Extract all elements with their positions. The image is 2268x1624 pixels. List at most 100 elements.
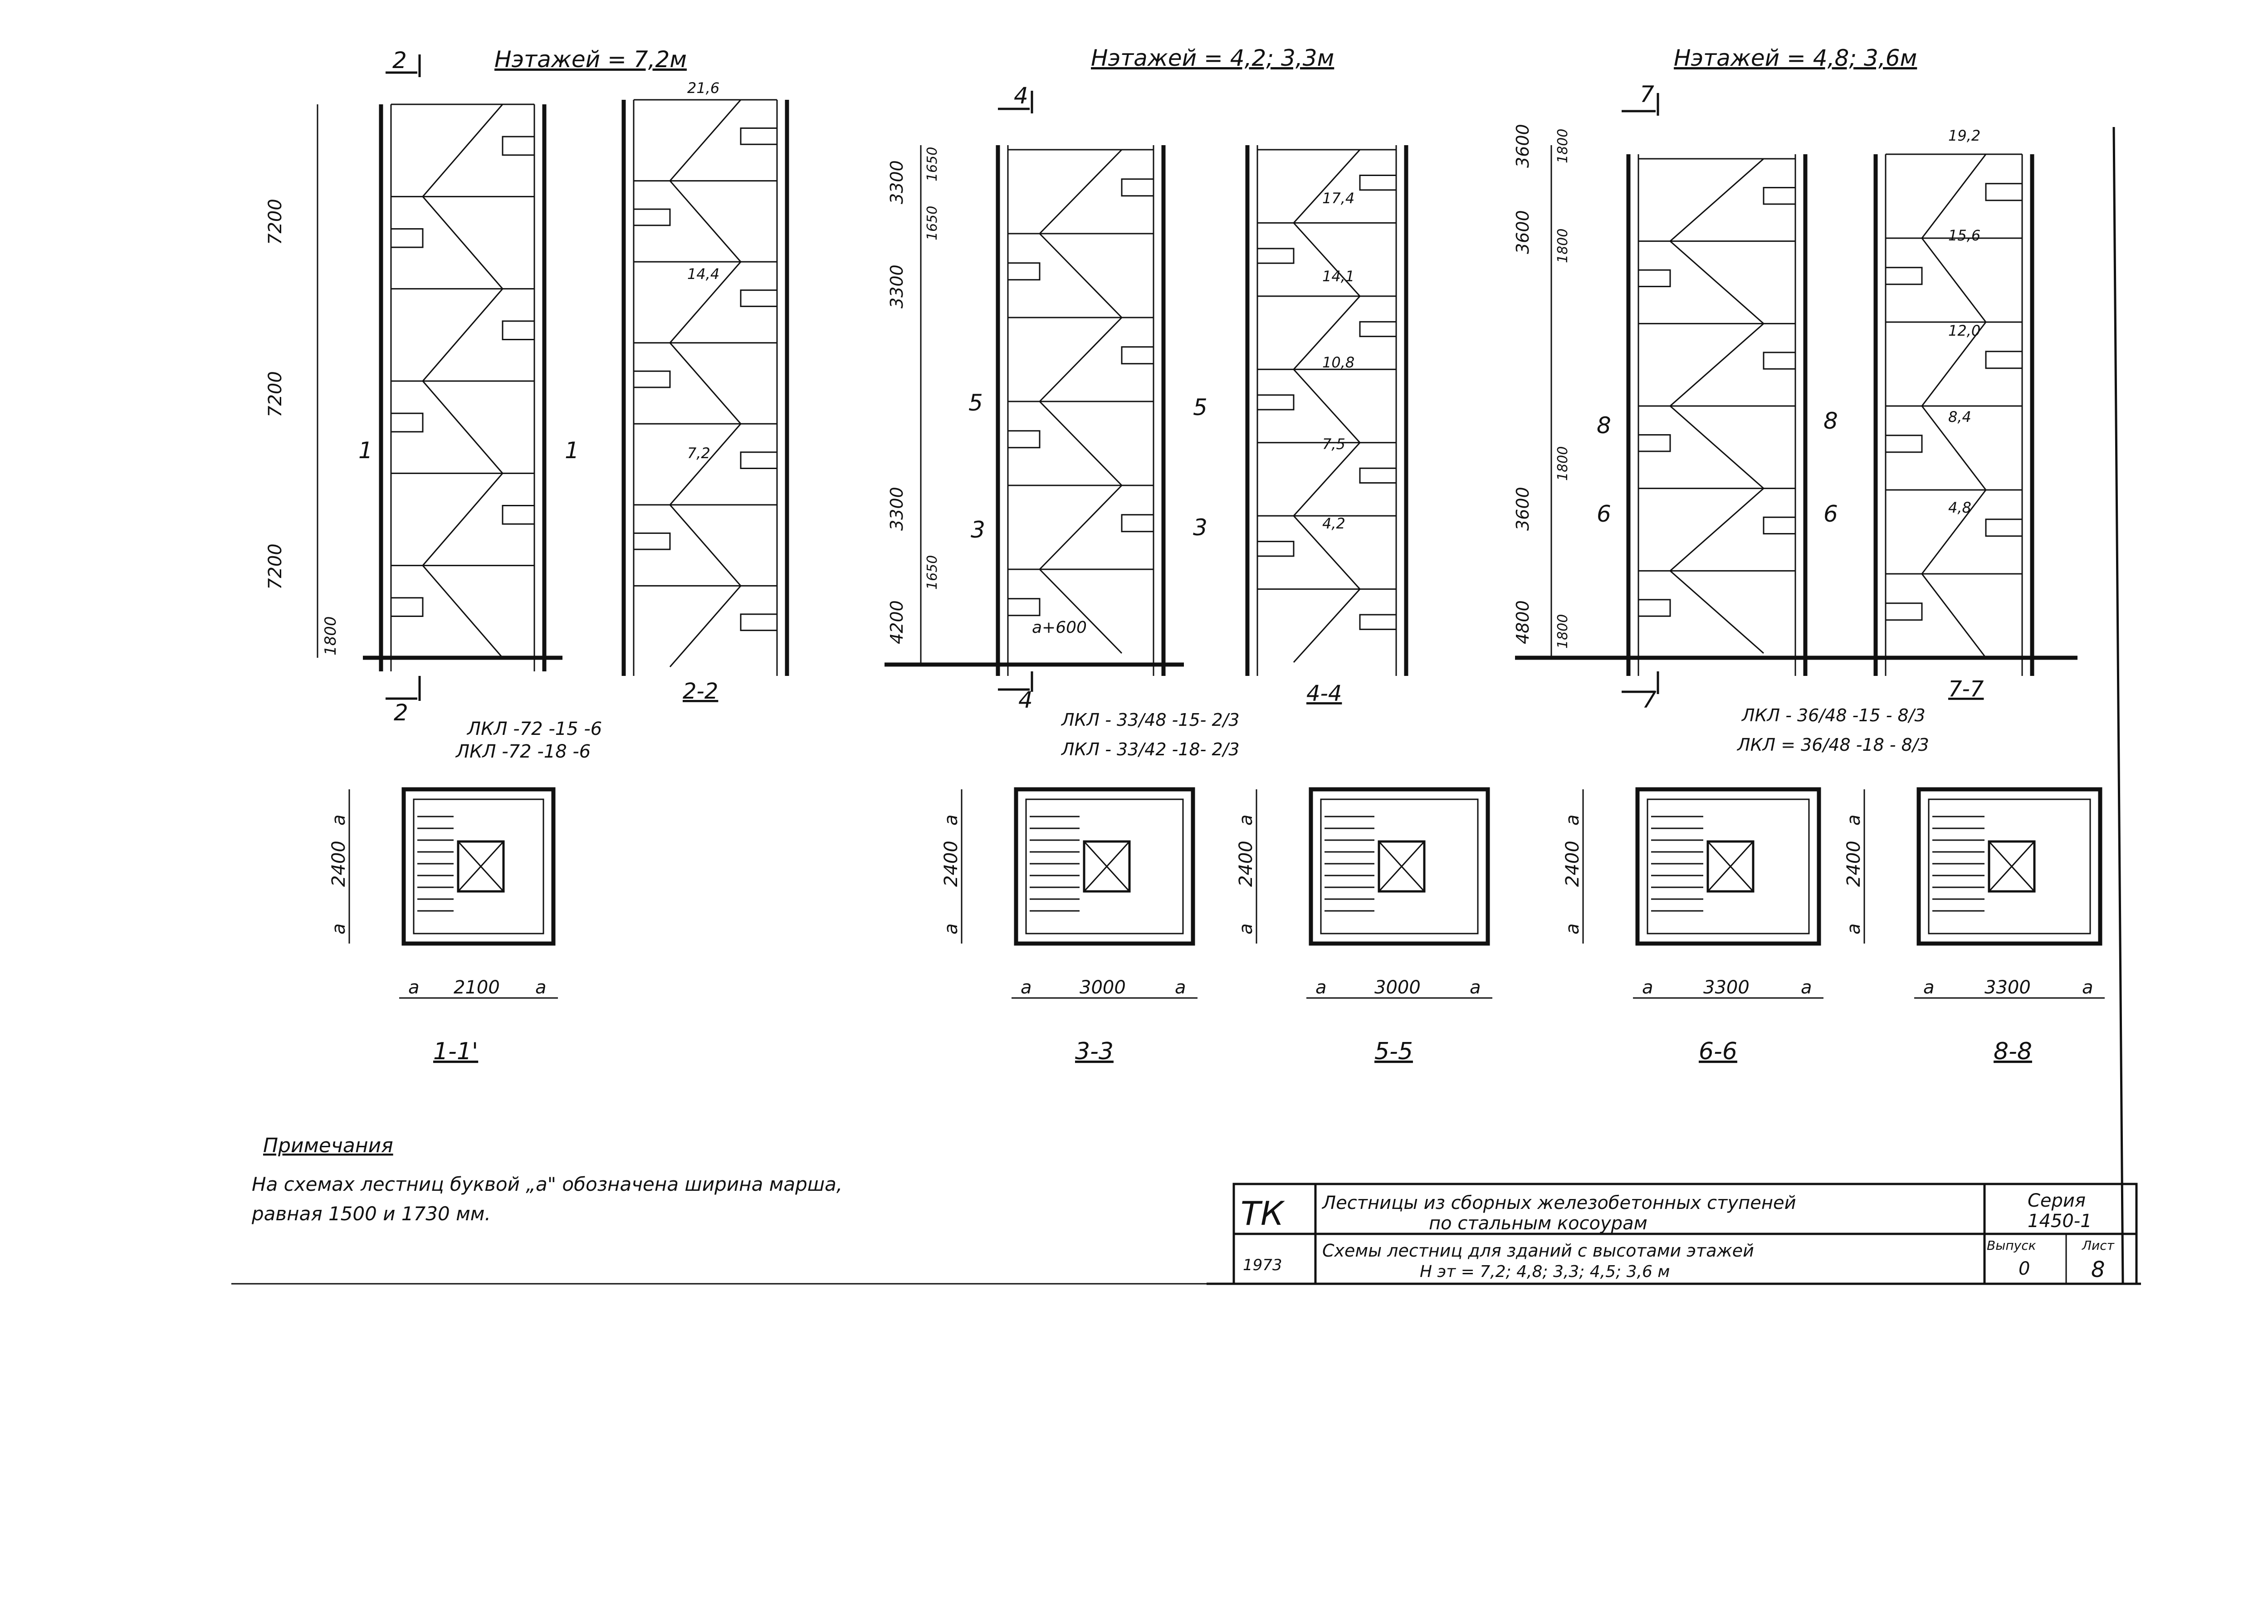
elevator-cross xyxy=(1083,841,1130,892)
tb-title-1: Лестницы из сборных железобетонных ступе… xyxy=(1321,1193,1796,1213)
plan-dim-2400: 2400 xyxy=(1843,841,1864,887)
plan-dim-2400: 2400 xyxy=(1236,841,1256,887)
plan-inner xyxy=(1320,798,1479,934)
plan-dim-2400: 2400 xyxy=(328,841,349,887)
tb-issue-label: Выпуск xyxy=(1987,1238,2036,1253)
dim-1800-c: 1800 xyxy=(1555,446,1571,481)
dim-1800-a: 1800 xyxy=(1555,129,1571,163)
plan-dim-width: 3300 xyxy=(1703,977,1750,998)
elevator-shaft xyxy=(1378,840,1426,893)
plan-dim-2400: 2400 xyxy=(1562,841,1583,887)
plan-dim-a: a xyxy=(1562,923,1583,934)
stair-flight xyxy=(1670,240,1764,324)
landing-block xyxy=(1007,262,1041,281)
landing-block xyxy=(740,289,778,307)
plan-dim-a: a xyxy=(941,923,962,934)
tick-14-1: 14,1 xyxy=(1322,268,1354,285)
plan-dim-a: a xyxy=(1315,977,1327,998)
stair-flight xyxy=(422,288,503,382)
landing-block xyxy=(1121,178,1154,197)
section-4-4-label: 4-4 xyxy=(1306,681,1342,706)
dimension-chain-g3: 3600 3600 3600 4800 1800 1800 1800 1800 xyxy=(1513,124,1571,658)
elevator-shaft xyxy=(1706,840,1755,893)
plan-1-1-label: 1-1' xyxy=(433,1038,478,1065)
tb-title-2: по стальным косоурам xyxy=(1429,1213,1647,1234)
landing-block xyxy=(740,127,778,145)
landing-block xyxy=(740,613,778,631)
dim-3300-b: 3300 xyxy=(887,264,907,308)
tb-series-value: 1450-1 xyxy=(2028,1211,2092,1232)
dim-3300-c: 3300 xyxy=(887,487,907,531)
landing-block xyxy=(502,320,535,340)
landing-block xyxy=(1985,351,2023,369)
plan-dim-width: 3000 xyxy=(1374,977,1421,998)
dim-1800-d: 1800 xyxy=(1555,614,1571,649)
landing-block xyxy=(633,532,671,550)
landing-block xyxy=(390,228,424,248)
stair-flight xyxy=(1921,238,1987,323)
dim-a-plus-600: a+600 xyxy=(1032,618,1087,637)
stair-flight xyxy=(1039,568,1123,654)
landing-block xyxy=(1256,394,1295,411)
plan-shaft xyxy=(1014,787,1195,946)
group1-heading: Нэтажей = 7,2м xyxy=(494,46,687,73)
landing-block xyxy=(1637,269,1671,288)
tb-series-label: Серия xyxy=(2028,1190,2086,1211)
stair-flight xyxy=(1039,233,1123,318)
section-7-7-label: 7-7 xyxy=(1948,676,1984,702)
plan-inner xyxy=(413,798,544,934)
dim-1650-b: 1650 xyxy=(924,206,940,240)
mark-g1-line2: ЛКЛ -72 -18 -6 xyxy=(455,741,591,762)
tb-year: 1973 xyxy=(1243,1256,1282,1274)
tick-7-2: 7,2 xyxy=(687,445,710,462)
stair-flight xyxy=(669,585,742,667)
landing-block xyxy=(1985,519,2023,537)
stair-flight xyxy=(1921,573,1987,658)
landing-block xyxy=(1885,435,1923,453)
tick-14-4: 14,4 xyxy=(687,265,719,283)
cut-mark-6-left: 6 xyxy=(1597,501,1611,527)
dim-7200-mid: 7200 xyxy=(265,371,286,417)
tick-7-5: 7,5 xyxy=(1322,435,1345,453)
plan-shaft xyxy=(1916,787,2102,946)
tb-org: ТК xyxy=(1241,1194,1285,1233)
stair-flight xyxy=(422,104,503,197)
elevator-cross xyxy=(1988,841,2035,892)
landing-block xyxy=(502,136,535,156)
dimension-chain-g2: 3300 3300 3300 4200 1650 1650 1650 xyxy=(887,145,940,665)
plan-dim-a: a xyxy=(1021,977,1032,998)
stair-flight xyxy=(1921,489,1987,574)
landing-block xyxy=(1985,183,2023,201)
cut-mark-3-right: 3 xyxy=(1193,514,1207,541)
stair-flight xyxy=(1293,442,1361,517)
notes: Примечания На схемах лестниц буквой „а" … xyxy=(251,1134,842,1225)
stair-flight xyxy=(1921,154,1987,239)
plan-dim-a: a xyxy=(1236,923,1256,934)
landing-block xyxy=(1637,599,1671,617)
stair-flight xyxy=(669,180,742,263)
stair-flight xyxy=(1921,322,1987,406)
mark-g2-line1: ЛКЛ - 33/48 -15- 2/3 xyxy=(1061,710,1240,730)
group-4800-3600: Нэтажей = 4,8; 3,6м 7 3600 3600 3600 480… xyxy=(1513,45,2077,755)
tick-19-2: 19,2 xyxy=(1948,127,1980,144)
stair-flight xyxy=(1293,149,1361,224)
elevator-cross xyxy=(1378,841,1425,892)
section-2-2-label: 2-2 xyxy=(683,679,718,704)
landing-block xyxy=(1121,514,1154,533)
notes-line1: На схемах лестниц буквой „а" обозначена … xyxy=(252,1173,842,1195)
group2-heading: Нэтажей = 4,2; 3,3м xyxy=(1091,45,1334,71)
plan-shaft xyxy=(1635,787,1821,946)
plan-dim-a: a xyxy=(1470,977,1481,998)
landing-block xyxy=(1256,248,1295,264)
dim-4200: 4200 xyxy=(887,600,907,644)
dim-3300-a: 3300 xyxy=(887,160,907,204)
landing-block xyxy=(633,370,671,388)
plan-dim-a: a xyxy=(328,814,349,826)
stair-flight xyxy=(1293,369,1361,443)
stair-section-1 xyxy=(363,103,562,671)
cut-mark-3-left: 3 xyxy=(971,517,985,543)
stair-flight xyxy=(669,342,742,425)
